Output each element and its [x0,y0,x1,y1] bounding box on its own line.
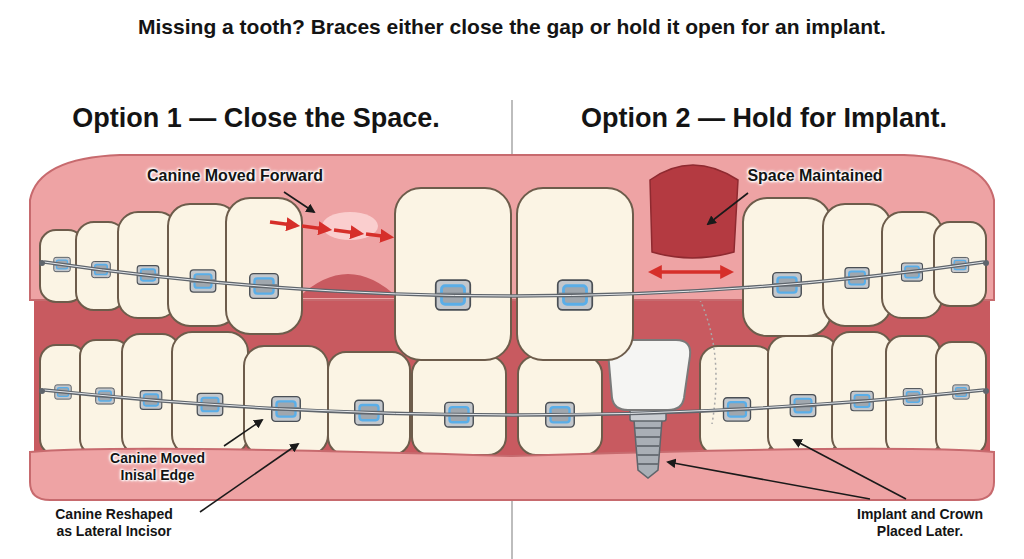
arch-wire [39,260,45,266]
upper-tooth [517,188,633,360]
lower-tooth [518,356,602,455]
upper-tooth [226,198,302,334]
lower-tooth [768,336,838,455]
arch-wire [44,390,984,415]
lower-tooth [936,342,986,455]
leader-line [284,192,314,212]
dental-implant [637,454,659,456]
leader-line [200,444,298,512]
leader-line [794,440,906,499]
callout-label: Canine Moved Inisal Edge [95,450,220,484]
upper-tooth [395,188,511,360]
lower-tooth [328,352,410,455]
arch-wire [44,262,984,296]
dental-implant [635,427,661,429]
section-heading: Option 2 — Hold for Implant. [508,102,1020,134]
dental-implant [608,340,690,478]
movement-arrow [270,222,296,226]
dental-implant [634,420,662,478]
dental-implant [638,463,658,465]
lower-tooth [40,332,986,455]
callout-label: Canine Moved Forward [135,166,335,185]
movement-arrow [366,234,390,237]
upper-tooth [743,198,831,336]
dental-implant [636,436,660,438]
arch-wire [983,388,989,394]
arch-wire [44,262,984,296]
callout-label: Implant and Crown Placed Later. [845,506,995,540]
leader-line [668,462,870,499]
arch-wire [39,260,989,415]
lower-tooth [412,356,506,455]
lower-tooth [832,332,892,455]
implant-guide-dots [700,300,716,424]
callout-label: Canine Reshaped as Lateral Incisor [50,506,178,540]
leader-line [224,420,262,446]
dental-implant [636,445,660,447]
space-arrow [652,270,730,274]
upper-tooth [823,204,891,326]
diagram-title: Missing a tooth? Braces either close the… [10,14,1014,39]
leader-line [708,193,748,224]
movement-arrow [270,222,390,237]
movement-arrow [334,230,360,234]
callout-label: Space Maintained [720,166,910,185]
lower-tooth [244,346,328,455]
lower-tooth [700,346,774,455]
section-heading: Option 1 — Close the Space. [0,102,512,134]
movement-arrow [302,226,328,230]
arch-wire [983,260,989,266]
leader-line [200,192,906,512]
upper-tooth [40,188,986,360]
arch-wire [44,390,984,415]
arch-wire [39,388,45,394]
lower-gum [30,449,994,500]
